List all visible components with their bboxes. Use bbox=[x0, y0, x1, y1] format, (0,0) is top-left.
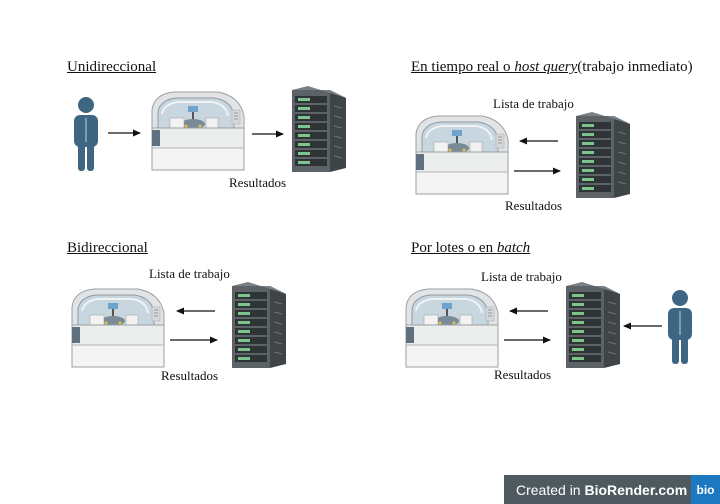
server-icon bbox=[291, 85, 347, 173]
biorender-badge[interactable]: Created in BioRender.com bio bbox=[504, 475, 720, 504]
results-label: Resultados bbox=[505, 198, 563, 213]
badge-created-in: Created in bbox=[516, 481, 585, 498]
person-icon bbox=[668, 290, 692, 364]
server-icon bbox=[565, 281, 621, 369]
panel-title-tiempo-real: En tiempo real o host query (trabajo inm… bbox=[411, 60, 693, 75]
analyzer-icon bbox=[151, 91, 245, 171]
analyzer-icon bbox=[415, 115, 509, 195]
worklist-label: Lista de trabajo bbox=[149, 266, 230, 281]
results-label: Resultados bbox=[229, 175, 287, 190]
server-icon bbox=[231, 281, 287, 369]
title-part: Por lotes o en bbox=[411, 240, 497, 256]
panel-title-bidireccional: Bidireccional bbox=[67, 240, 148, 256]
badge-text: Created in BioRender.com bbox=[504, 482, 691, 498]
worklist-label: Lista de trabajo bbox=[493, 96, 574, 111]
title-italic: host query bbox=[514, 59, 578, 75]
title-part: En tiempo real o bbox=[411, 59, 515, 75]
analyzer-icon bbox=[405, 288, 499, 368]
panel-title-unidireccional: Unidireccional bbox=[67, 59, 157, 75]
analyzer-icon bbox=[71, 288, 165, 368]
biorender-logo-icon: bio bbox=[691, 475, 720, 504]
badge-brand: BioRender.com bbox=[584, 481, 688, 498]
person-icon bbox=[74, 97, 98, 171]
results-label: Resultados bbox=[161, 368, 219, 383]
results-label: Resultados bbox=[494, 367, 552, 382]
server-icon bbox=[575, 111, 631, 199]
panel-title-lotes: Por lotes o en batch bbox=[411, 241, 530, 256]
title-part: (trabajo inmediato) bbox=[577, 59, 693, 75]
title-italic: batch bbox=[496, 240, 531, 256]
worklist-label: Lista de trabajo bbox=[481, 269, 562, 284]
